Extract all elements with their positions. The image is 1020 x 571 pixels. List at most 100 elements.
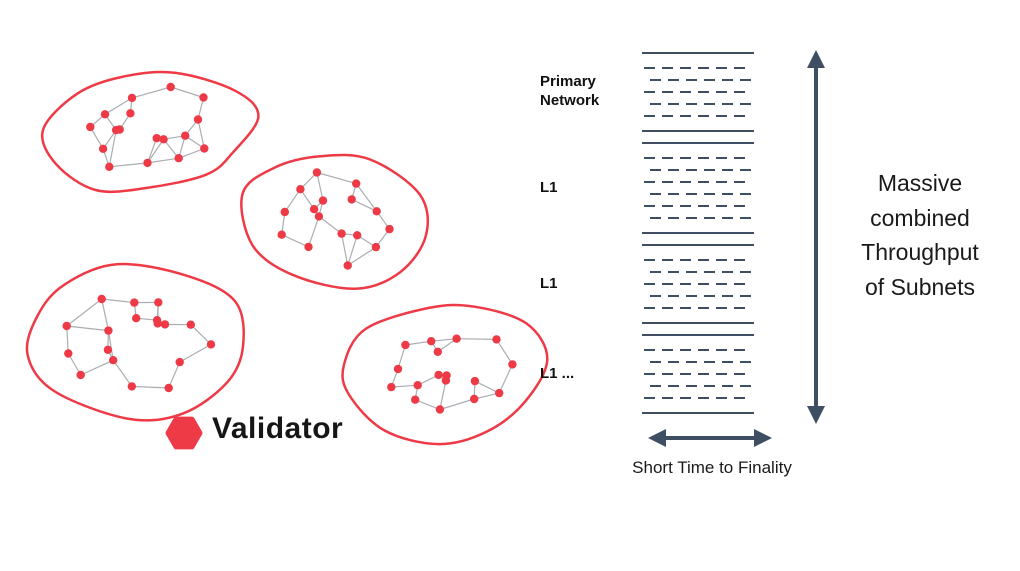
subnet-block-2 — [642, 244, 754, 324]
validator-node — [385, 224, 394, 234]
validator-node — [152, 134, 161, 143]
validator-node — [371, 242, 381, 252]
tx-dash-row — [644, 385, 752, 387]
subnet-blob — [41, 70, 260, 194]
validator-node — [508, 360, 517, 369]
validator-node — [164, 383, 173, 393]
validator-node — [160, 320, 170, 329]
validator-node — [186, 320, 195, 329]
subnet-blob — [341, 303, 549, 446]
tx-dash-row — [644, 181, 752, 183]
stack-section-3: L1 ... — [540, 334, 754, 414]
validator-node — [132, 314, 141, 323]
tx-dash-row — [644, 295, 752, 297]
validator-node — [452, 334, 461, 343]
validator-node — [318, 196, 328, 205]
validator-node — [352, 179, 361, 188]
validator-node — [193, 115, 203, 124]
validator-node — [353, 231, 362, 240]
subnet-block-1 — [642, 142, 754, 234]
validator-node — [495, 388, 504, 398]
validator-node — [199, 93, 208, 102]
tx-dash-row — [644, 67, 752, 69]
stack-section-0: Primary Network — [540, 52, 754, 132]
tx-dash-row — [644, 307, 752, 309]
stack-section-label-0: Primary Network — [540, 73, 600, 109]
validator-node — [127, 93, 137, 103]
validator-node — [492, 335, 501, 344]
validator-node — [115, 125, 124, 134]
validator-node — [64, 349, 73, 358]
validator-node — [314, 212, 324, 221]
validator-node — [76, 370, 85, 380]
validator-node — [159, 135, 168, 144]
throughput-annotation: Massive combined Throughput of Subnets — [861, 170, 979, 300]
validator-node — [166, 82, 175, 92]
validator-node — [337, 229, 346, 238]
tx-dash-row — [644, 79, 752, 81]
stack-section-label-2: L1 — [540, 274, 558, 292]
tx-dash-row — [644, 373, 752, 375]
validator-node — [347, 195, 356, 204]
blob-outline — [25, 262, 245, 422]
validator-node — [127, 382, 136, 391]
throughput-arrow-icon — [807, 50, 825, 424]
validator-node — [433, 347, 442, 356]
validator-node — [126, 109, 135, 118]
validator-node — [104, 326, 113, 335]
validator-node — [98, 144, 108, 153]
blob-outline — [240, 153, 430, 290]
validator-node — [343, 261, 352, 270]
validator-node — [401, 340, 410, 350]
validator-node — [372, 207, 381, 216]
validator-node — [153, 319, 162, 328]
tx-dash-row — [644, 271, 752, 273]
tx-dash-row — [644, 283, 752, 285]
subnet-block-3 — [642, 334, 754, 414]
validator-node — [387, 382, 396, 392]
validator-node — [427, 337, 436, 346]
validator-node — [109, 356, 118, 365]
stack-section-1: L1 — [540, 142, 754, 234]
validator-node — [154, 298, 163, 307]
validator-node — [100, 110, 110, 119]
tx-dash-row — [644, 397, 752, 399]
validator-node — [277, 230, 286, 239]
validator-node — [413, 381, 422, 390]
tx-dash-row — [644, 103, 752, 105]
validator-node — [393, 364, 403, 374]
validator-node — [175, 357, 184, 367]
stack-section-label-1: L1 — [540, 178, 558, 196]
validator-node — [130, 298, 139, 307]
validator-node — [143, 158, 152, 168]
finality-arrow-icon — [648, 429, 772, 447]
validator-node — [200, 144, 209, 153]
validator-node — [470, 394, 479, 404]
tx-dash-row — [644, 193, 752, 195]
tx-dash-row — [644, 349, 752, 351]
validator-node — [103, 345, 113, 354]
validator-node — [434, 370, 443, 380]
subnet-block-0 — [642, 52, 754, 132]
validator-node — [206, 340, 216, 349]
validator-node — [312, 168, 322, 177]
validator-node — [411, 395, 420, 404]
validator-node — [470, 376, 480, 386]
finality-annotation: Short Time to Finality — [632, 458, 792, 477]
subnet-blob — [240, 153, 430, 290]
tx-dash-row — [644, 361, 752, 363]
validator-node — [435, 405, 445, 414]
tx-dash-row — [644, 217, 752, 219]
stack-section-label-3: L1 ... — [540, 364, 575, 382]
tx-dash-row — [644, 91, 752, 93]
validator-node — [296, 185, 305, 194]
validator-label: Validator — [212, 412, 344, 445]
stack-section-2: L1 — [540, 244, 754, 324]
validator-node — [442, 371, 451, 380]
tx-dash-row — [644, 169, 752, 171]
validator-node — [62, 321, 71, 331]
validator-node — [174, 154, 183, 163]
